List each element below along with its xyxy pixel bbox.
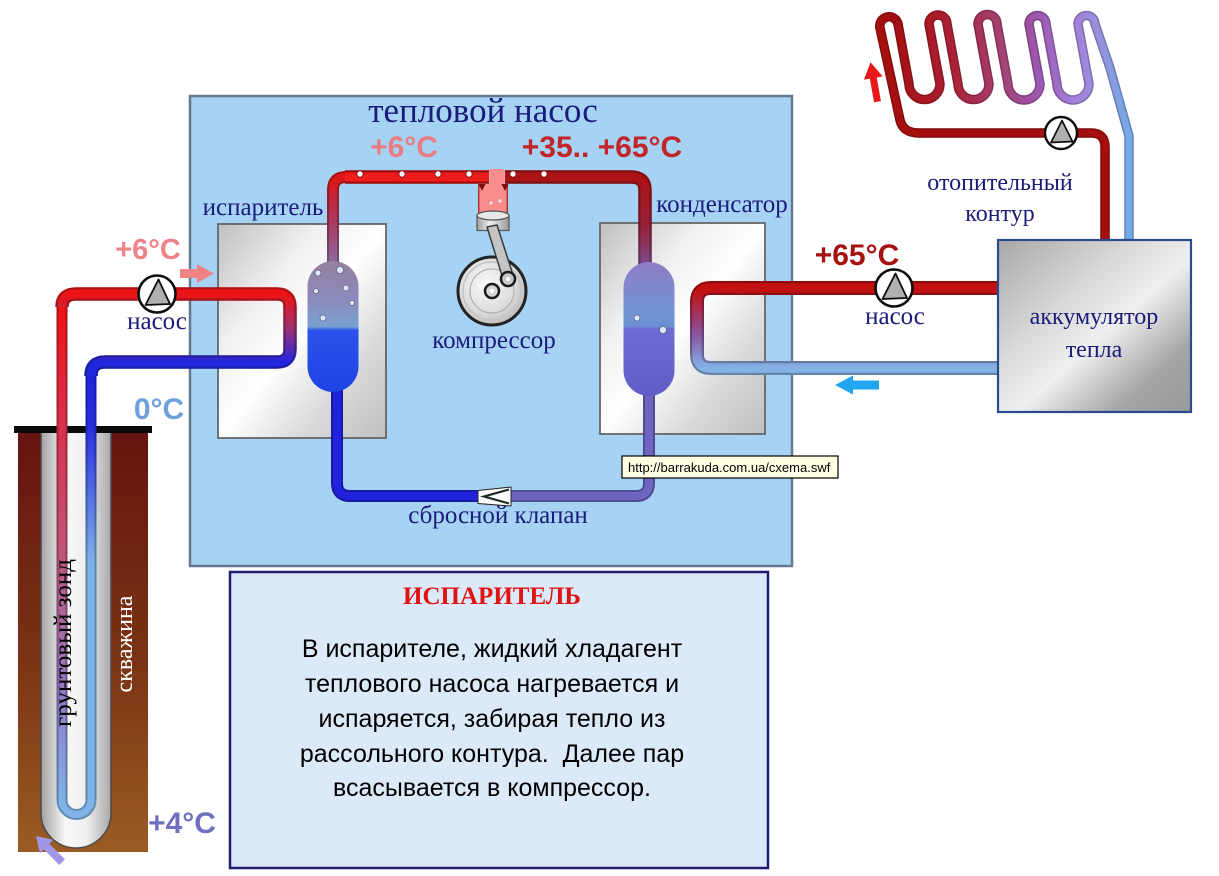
outlet-arrow-icon	[501, 184, 509, 191]
borehole-cap	[14, 426, 152, 433]
radiator-flow-arrow-icon	[863, 62, 883, 103]
accumulator-label-line2: тепла	[1066, 337, 1123, 363]
url-box-frame	[621, 455, 839, 479]
relief-valve-arrow-icon	[479, 488, 510, 505]
info-box-line-5: всасывается в компрессор.	[333, 774, 651, 802]
evaporator-vessel	[307, 261, 359, 392]
heat-accumulator: аккумулятор тепла	[996, 238, 1193, 414]
temp-ground: +4°C	[148, 807, 216, 840]
vapor-bubbles	[356, 170, 548, 178]
ground-heat-arrow-icon	[35, 835, 65, 865]
evaporator-box	[217, 223, 387, 439]
evaporator-capsule	[307, 261, 359, 392]
evaporator-bubbles	[313, 266, 355, 322]
temp-brine-out: +6°C	[115, 234, 181, 266]
compressor-cylinder-neck	[489, 169, 505, 185]
condenser-bubbles	[633, 314, 667, 334]
info-box-line-1: В испарителе, жидкий хладагент	[302, 635, 683, 663]
condenser-capsule	[623, 262, 675, 396]
heating-pump-label: насос	[865, 303, 925, 330]
borehole-label: скважина	[112, 595, 138, 692]
ground-probe-label: грунтовый зонд	[50, 559, 77, 727]
brine-pump-label: насос	[127, 308, 187, 335]
info-box-line-4: рассольного контура. Далее пар	[300, 740, 684, 768]
brine-pump	[137, 274, 177, 314]
heating-pump	[874, 268, 914, 308]
heat-pump-title: тепловой насос	[368, 91, 598, 130]
condenser-label: конденсатор	[656, 191, 787, 218]
radiator-pump	[1043, 115, 1079, 151]
condenser-vessel	[623, 262, 675, 396]
temp-heating-supply: +65°C	[815, 239, 900, 272]
accumulator-label-line1: аккумулятор	[1030, 304, 1159, 330]
info-box-line-3: испаряется, забирая тепло из	[319, 705, 666, 733]
pump-triangle-icon	[144, 278, 171, 306]
info-box-title: ИСПАРИТЕЛЬ	[403, 583, 581, 610]
accumulator-box	[996, 238, 1193, 414]
compressor-label: компрессор	[432, 327, 556, 354]
brine-flow-arrow-icon	[180, 264, 214, 283]
info-box-line-2: теплового насоса нагревается и	[305, 670, 679, 698]
info-box: ИСПАРИТЕЛЬ В испарителе, жидкий хладаген…	[228, 570, 770, 870]
url-text: http://barrakuda.com.ua/cxema.swf	[628, 460, 831, 475]
return-flow-arrow-icon	[835, 375, 879, 395]
info-box-frame	[228, 570, 770, 870]
inlet-arrow-icon	[478, 184, 486, 191]
heating-circuit-label-line2: контур	[965, 201, 1034, 227]
compressor	[456, 169, 528, 327]
evaporator-label: испаритель	[203, 194, 324, 221]
pump-triangle-icon	[881, 272, 908, 300]
temp-compressor-out: +35.. +65°C	[522, 131, 682, 164]
relief-valve	[477, 486, 512, 507]
heating-circuit-label-line1: отопительный	[927, 170, 1073, 196]
relief-valve-label: сбросной клапан	[408, 502, 588, 529]
url-box: http://barrakuda.com.ua/cxema.swf	[621, 455, 839, 479]
pump-triangle-icon	[1050, 119, 1074, 144]
temp-brine-return: 0°C	[134, 393, 184, 426]
temp-evaporator-side: +6°C	[370, 131, 438, 164]
